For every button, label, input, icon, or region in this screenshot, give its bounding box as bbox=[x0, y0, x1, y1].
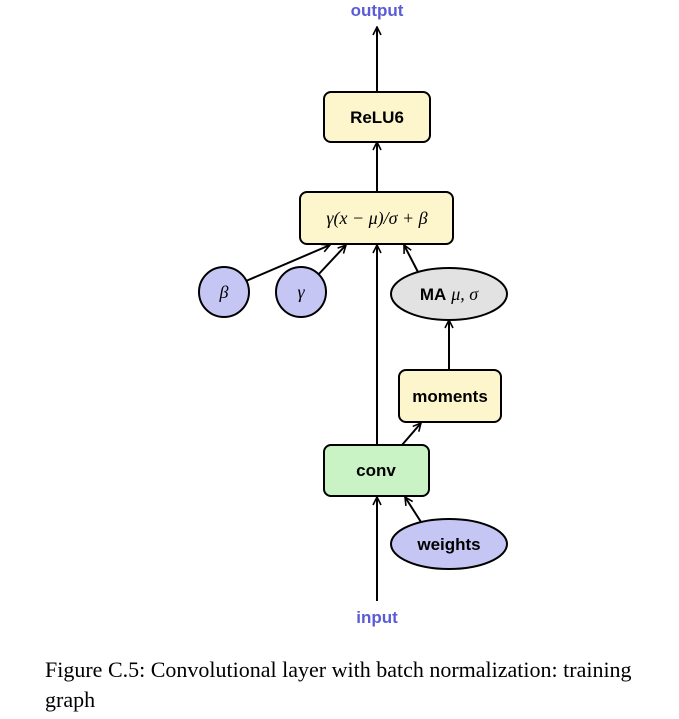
moving-average-prefix: MA bbox=[420, 285, 446, 304]
conv-node: conv bbox=[323, 444, 430, 497]
gamma-label: γ bbox=[297, 282, 305, 302]
conv-label: conv bbox=[356, 461, 396, 480]
batchnorm-node: γ(x − μ)/σ + β bbox=[299, 191, 454, 245]
beta-label: β bbox=[219, 282, 229, 302]
edge-weights-to-conv bbox=[405, 497, 422, 523]
input-label: input bbox=[356, 608, 398, 627]
edge-gamma-to-bn bbox=[316, 245, 346, 277]
batchnorm-label: γ(x − μ)/σ + β bbox=[326, 208, 427, 229]
weights-label: weights bbox=[416, 535, 480, 554]
edge-ma-to-bn bbox=[403, 245, 419, 273]
weights-node: weights bbox=[390, 518, 508, 570]
svg-text:MAμ, σ: MAμ, σ bbox=[420, 284, 479, 304]
edge-conv-to-moments bbox=[401, 423, 421, 446]
relu6-node: ReLU6 bbox=[323, 91, 431, 143]
figure-caption: Figure C.5: Convolutional layer with bat… bbox=[45, 657, 632, 712]
beta-node: β bbox=[198, 266, 250, 318]
moments-label: moments bbox=[412, 387, 488, 406]
edges bbox=[245, 27, 449, 601]
moving-average-math: μ, σ bbox=[450, 284, 479, 304]
edge-beta-to-bn bbox=[245, 245, 330, 282]
gamma-node: γ bbox=[275, 266, 327, 318]
relu6-label: ReLU6 bbox=[350, 108, 404, 127]
output-label: output bbox=[351, 1, 404, 20]
moments-node: moments bbox=[398, 369, 502, 423]
